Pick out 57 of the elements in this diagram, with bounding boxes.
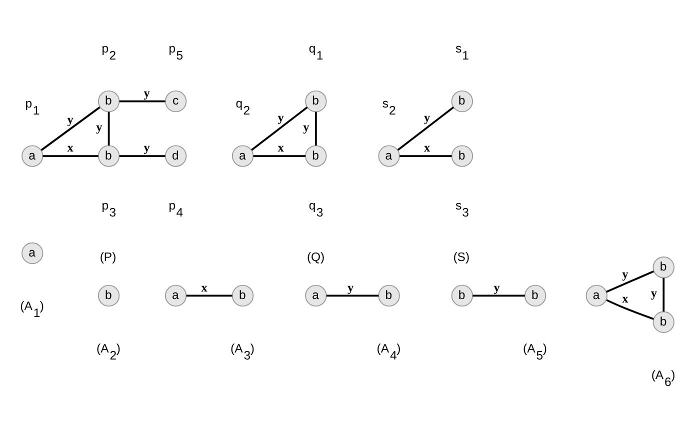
connector — [186, 294, 232, 296]
connector — [606, 270, 654, 292]
connector — [253, 154, 306, 156]
connector — [397, 106, 454, 150]
edge-label: x — [201, 280, 208, 294]
node-circle: b — [524, 284, 546, 306]
edge-label: x — [278, 140, 284, 154]
edge-label: y — [278, 110, 284, 124]
node-circle: b — [98, 284, 120, 306]
label: (P) — [100, 250, 116, 264]
edge-label: y — [144, 85, 150, 100]
node-circle: b — [652, 256, 674, 278]
edge-label: x — [424, 140, 430, 154]
connector — [662, 277, 665, 312]
connector — [119, 154, 166, 156]
node-circle: a — [22, 242, 44, 264]
connector — [42, 154, 98, 156]
connector — [326, 294, 379, 296]
edge-label: y — [622, 266, 628, 281]
node-circle: a — [378, 144, 400, 166]
connector — [40, 106, 100, 150]
node-circle: b — [305, 90, 327, 112]
connector — [606, 298, 654, 320]
connector — [400, 154, 452, 156]
connector — [314, 111, 317, 145]
node-circle: b — [98, 90, 120, 112]
node-circle: a — [22, 144, 44, 166]
label: (S) — [453, 250, 470, 264]
edge-label: y — [144, 140, 150, 154]
connector — [472, 294, 525, 296]
edge-label: y — [303, 119, 310, 134]
node-circle: a — [586, 284, 608, 306]
edge-label: x — [622, 291, 628, 306]
connector — [251, 106, 308, 150]
node-circle: b — [652, 310, 674, 332]
node-circle: a — [305, 284, 327, 306]
node-circle: c — [164, 90, 187, 112]
edge-label: y — [494, 280, 500, 294]
node-circle: b — [378, 284, 400, 306]
edge-label: y — [424, 110, 430, 124]
connector — [108, 111, 110, 145]
edge-label: x — [67, 140, 74, 154]
node-circle: a — [164, 284, 187, 306]
edge-label: y — [67, 112, 74, 126]
node-circle: d — [164, 144, 187, 166]
node-circle: b — [232, 284, 254, 306]
node-circle: b — [98, 144, 120, 166]
node-circle: b — [451, 90, 474, 112]
connector — [119, 100, 166, 102]
label: (Q) — [306, 250, 325, 264]
node-circle: b — [451, 144, 474, 166]
node-circle: a — [232, 144, 254, 166]
edge-label: y — [96, 119, 102, 134]
edge-label: y — [650, 286, 658, 300]
node-circle: b — [305, 144, 327, 166]
node-circle: b — [451, 284, 474, 306]
edge-label: y — [348, 280, 354, 294]
